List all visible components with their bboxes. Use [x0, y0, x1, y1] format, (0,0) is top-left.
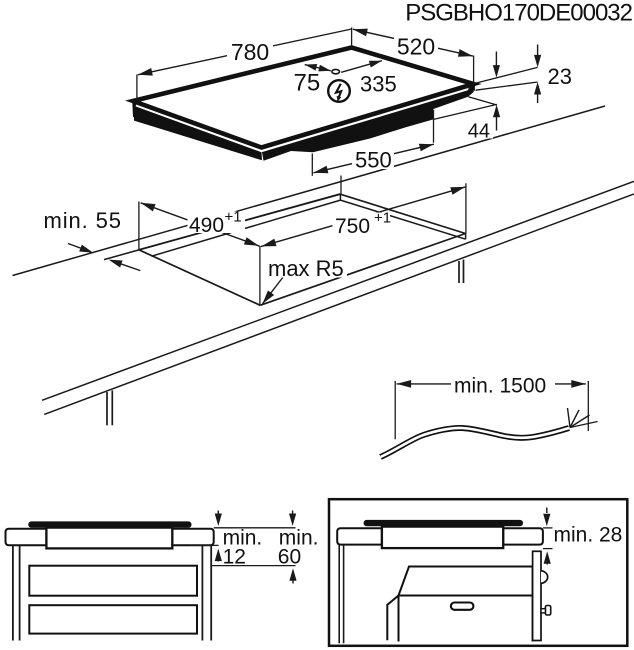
svg-text:60: 60	[278, 545, 301, 568]
svg-text:PSGBHO170DE00032: PSGBHO170DE00032	[405, 0, 632, 26]
svg-text:750: 750	[335, 215, 370, 238]
svg-text:490: 490	[189, 214, 224, 237]
svg-text:min. 1500: min. 1500	[454, 375, 546, 398]
svg-text:min.: min.	[223, 527, 263, 550]
svg-text:min. 28: min. 28	[554, 524, 623, 547]
svg-text:23: 23	[548, 64, 572, 89]
svg-text:min. 55: min. 55	[44, 208, 122, 233]
svg-text:+1: +1	[225, 209, 242, 226]
svg-text:335: 335	[360, 71, 397, 96]
svg-text:520: 520	[397, 34, 435, 60]
svg-text:min.: min.	[279, 527, 319, 550]
svg-text:780: 780	[231, 39, 269, 65]
svg-text:44: 44	[468, 120, 490, 142]
svg-text:75: 75	[294, 70, 321, 97]
svg-text:max R5: max R5	[268, 256, 344, 281]
svg-text:550: 550	[355, 147, 392, 172]
svg-text:12: 12	[223, 545, 246, 568]
svg-text:+1: +1	[374, 210, 391, 227]
